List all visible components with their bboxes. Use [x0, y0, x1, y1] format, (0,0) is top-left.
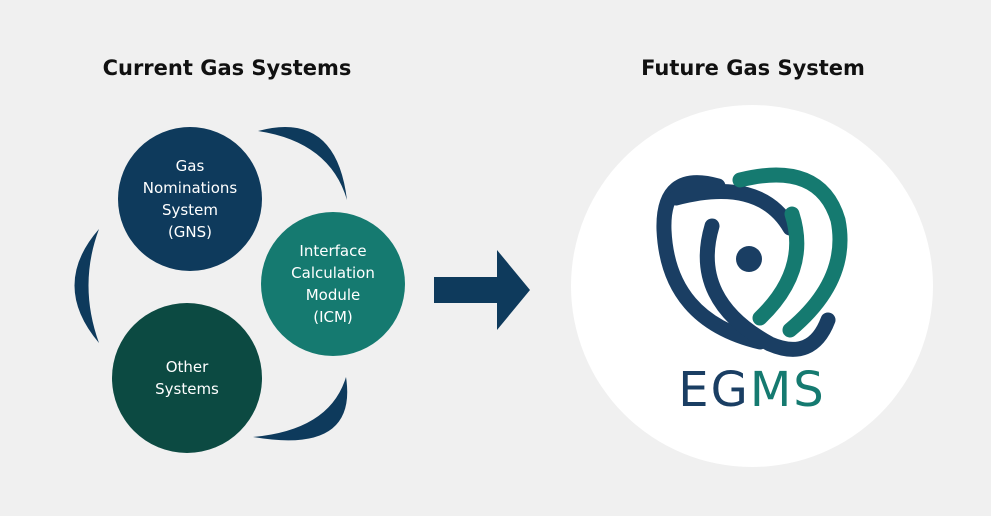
cycle-arc-bottom — [253, 377, 348, 441]
gns-circle: Gas Nominations System (GNS) — [118, 127, 262, 271]
arrow-right-icon — [434, 250, 530, 330]
cycle-arc-left — [74, 229, 99, 343]
cycle-arc-top — [258, 127, 347, 200]
egms-logo-icon — [656, 167, 848, 357]
gns-label: Gas Nominations System (GNS) — [142, 157, 238, 241]
egms-logo-circle — [571, 105, 933, 467]
other-systems-circle: Other Systems — [112, 303, 262, 453]
egms-letter: E — [678, 362, 711, 418]
egms-letter: S — [793, 362, 826, 418]
icm-label: Interface Calculation Module (ICM) — [291, 242, 375, 326]
egms-letter: G — [710, 362, 750, 418]
icm-circle: Interface Calculation Module (ICM) — [261, 212, 405, 356]
current-systems-heading: Current Gas Systems — [102, 56, 352, 80]
other-systems-label: Other Systems — [155, 358, 219, 398]
future-system-heading: Future Gas System — [641, 56, 865, 80]
egms-letter: M — [749, 362, 794, 418]
egms-logo-text: EGMS — [571, 362, 933, 418]
